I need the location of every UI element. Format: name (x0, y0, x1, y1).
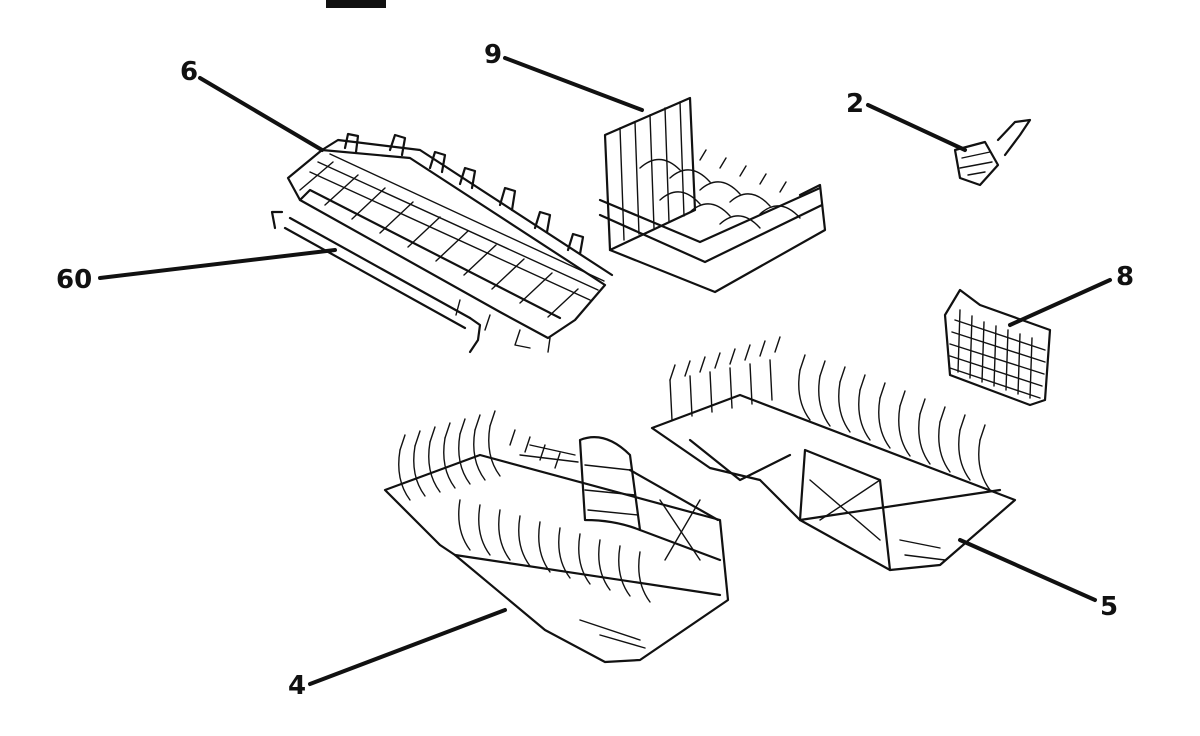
leader-4 (308, 608, 507, 686)
upper-dish-rack-icon (286, 132, 614, 353)
lower-rack-right-section-icon (650, 336, 1017, 572)
leader-6 (198, 76, 324, 152)
callout-8: 8 (1116, 262, 1134, 292)
callout-60: 60 (56, 265, 92, 295)
lower-rack-left-section-icon (383, 410, 730, 664)
cup-shelf-rack-icon (598, 96, 827, 294)
wheel-clip-icon (953, 118, 1032, 187)
callout-2: 2 (846, 89, 864, 119)
callout-4: 4 (288, 671, 306, 701)
silverware-basket-icon (943, 288, 1052, 407)
callout-5: 5 (1100, 592, 1118, 622)
callout-6: 6 (180, 57, 198, 87)
leader-8 (1008, 278, 1112, 327)
top-edge-mark (326, 0, 386, 8)
leader-2 (866, 103, 967, 152)
leader-9 (503, 56, 644, 112)
leader-5 (958, 538, 1097, 602)
rack-rail-icon (270, 210, 482, 354)
leader-60 (98, 248, 337, 280)
callout-9: 9 (484, 40, 502, 70)
